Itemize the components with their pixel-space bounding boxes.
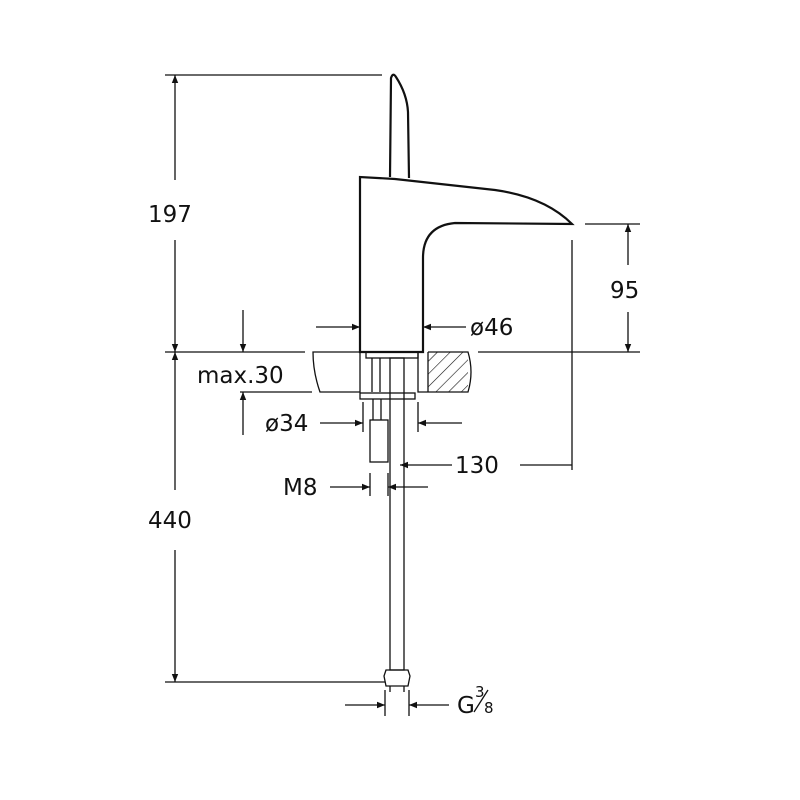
spout-reach-dimension: 130 xyxy=(400,240,573,479)
dim-m8: M8 xyxy=(283,475,317,501)
hose xyxy=(389,357,405,671)
mounting-parts xyxy=(359,357,416,692)
hose-fitting xyxy=(383,669,411,687)
lever-handle xyxy=(388,73,411,179)
nut xyxy=(369,419,389,463)
hole-diameter-dimension: ø34 xyxy=(265,402,462,437)
dim-g-denominator: 8 xyxy=(484,699,494,717)
spout-height-dimension: 95 xyxy=(478,223,640,353)
dim-95: 95 xyxy=(610,278,639,304)
counter-thickness-dimension: max.30 xyxy=(197,310,312,435)
connection-dimension: G 3 8 xyxy=(345,683,494,719)
dim-34: ø34 xyxy=(265,411,308,437)
dim-g-numerator: 3 xyxy=(475,683,485,701)
countertop xyxy=(312,351,472,393)
rod-thread-dimension: M8 xyxy=(283,473,428,501)
dim-max30: max.30 xyxy=(197,363,284,389)
dim-g-prefix: G xyxy=(457,693,475,719)
dim-197: 197 xyxy=(148,202,192,228)
dim-130: 130 xyxy=(455,453,499,479)
base-diameter-dimension: ø46 xyxy=(316,315,513,341)
faucet-body xyxy=(358,73,575,359)
height-dimension: 197 440 xyxy=(148,74,385,683)
dim-46: ø46 xyxy=(470,315,513,341)
dim-440: 440 xyxy=(148,508,192,534)
